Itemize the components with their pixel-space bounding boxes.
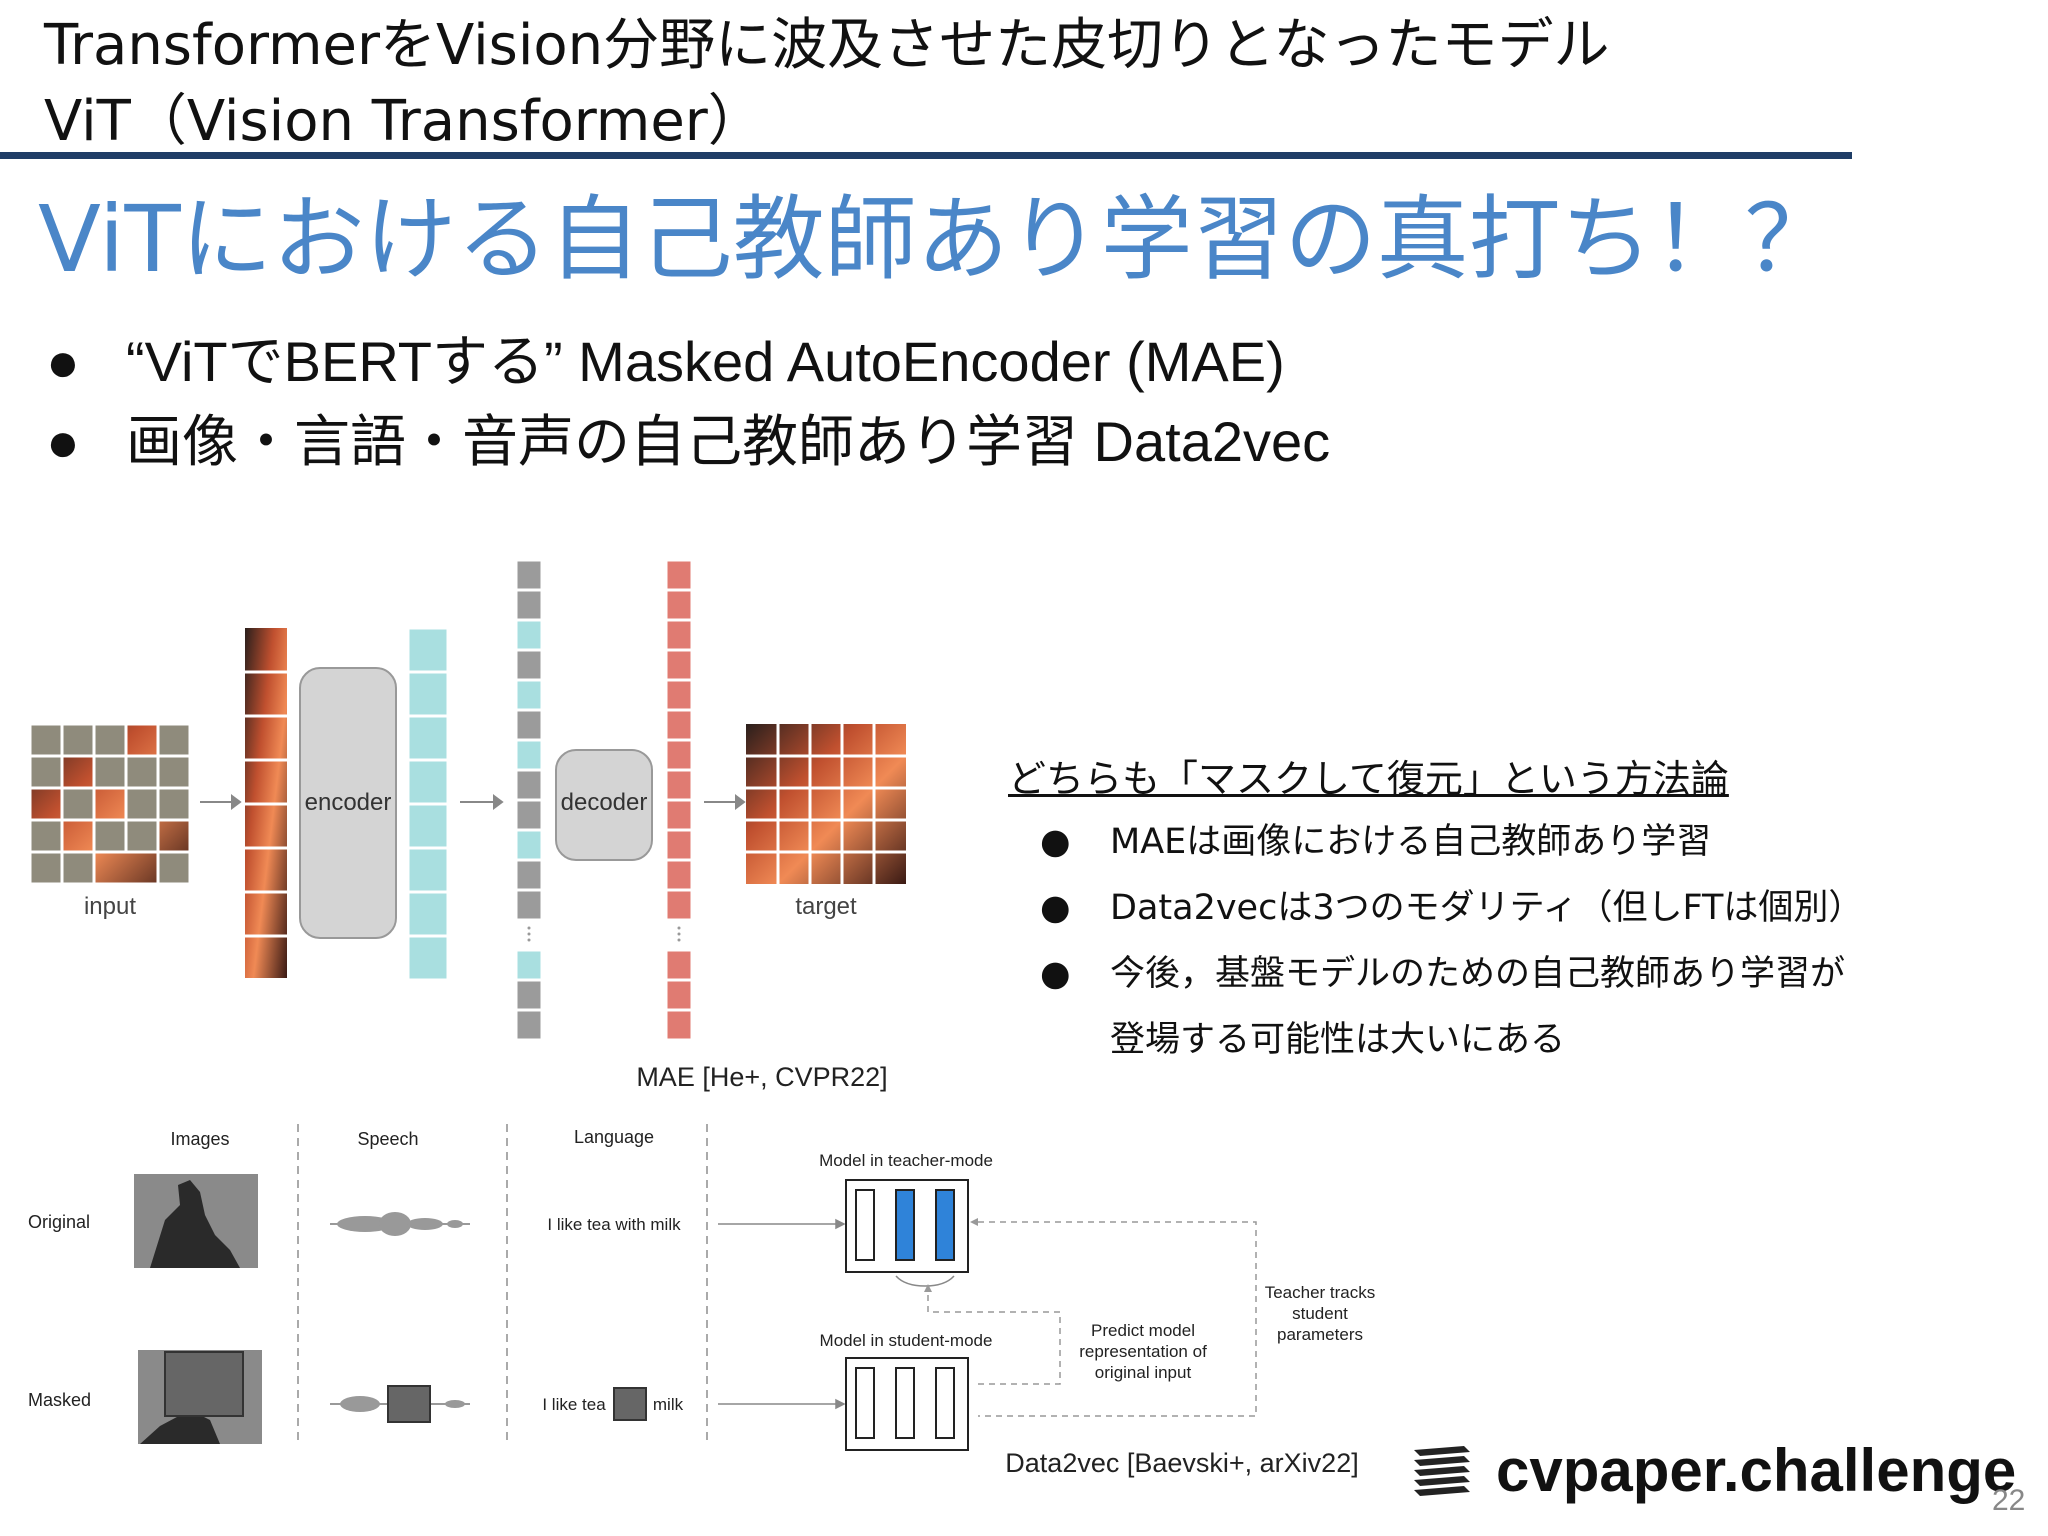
summary-item: ●今後，基盤モデルのための自己教師あり学習が xyxy=(1040,954,1846,994)
encoder-block xyxy=(299,667,397,939)
tracks-label-line2: student xyxy=(1292,1304,1348,1323)
header-title: TransformerをVision分野に波及させた皮切りとなったモデル ViT… xyxy=(44,8,1609,160)
bullet-icon: ● xyxy=(1040,954,1071,994)
student-label: Model in student-mode xyxy=(820,1331,993,1350)
header-title-line1: TransformerをVision分野に波及させた皮切りとなったモデル xyxy=(44,13,1610,78)
visible-patches xyxy=(245,628,287,978)
tracks-label-line1: Teacher tracks xyxy=(1265,1283,1376,1302)
data2vec-diagram: Images Speech Language Original Masked I… xyxy=(28,1124,1376,1478)
target-image xyxy=(746,724,906,884)
summary-item-continued: 登場する可能性は大いにある xyxy=(1110,1020,1566,1060)
slide-heading: ViTにおける自己教師あり学習の真打ち！？ xyxy=(38,186,1837,293)
bullet-item: ● “ViTでBERTする” Masked AutoEncoder (MAE) xyxy=(46,330,1285,394)
decoder-label: decoder xyxy=(561,789,648,816)
dog-image-original xyxy=(134,1174,258,1268)
page-number: 22 xyxy=(1992,1484,2026,1517)
row-original: Original xyxy=(28,1212,90,1232)
mae-caption: MAE [He+, CVPR22] xyxy=(636,1062,887,1092)
bullet-icon: ● xyxy=(1040,822,1071,862)
predict-label-line3: original input xyxy=(1095,1363,1192,1382)
language-masked-suffix: milk xyxy=(653,1395,684,1414)
input-label: input xyxy=(84,893,136,920)
speech-waveform-original xyxy=(330,1212,470,1236)
decoder-output-tokens xyxy=(664,558,694,1042)
bullet-text: “ViTでBERTする” Masked AutoEncoder (MAE) xyxy=(126,330,1285,393)
encoded-tokens xyxy=(406,626,450,982)
summary-item: ●MAEは画像における自己教師あり学習 xyxy=(1040,822,1712,862)
bullet-icon: ● xyxy=(46,410,80,473)
language-original: I like tea with milk xyxy=(547,1215,681,1234)
dog-image-masked xyxy=(138,1350,262,1444)
data2vec-caption: Data2vec [Baevski+, arXiv22] xyxy=(1005,1448,1358,1478)
bullet-text: 画像・言語・音声の自己教師あり学習 Data2vec xyxy=(126,410,1331,473)
summary-title: どちらも「マスクして復元」という方法論 xyxy=(1008,757,1729,801)
header-title-line2: ViT（Vision Transformer） xyxy=(44,89,764,154)
header-divider xyxy=(0,152,1852,159)
bullet-icon: ● xyxy=(1040,888,1071,928)
summary-item: ●Data2vecは3つのモダリティ（但しFTは個別） xyxy=(1040,888,1864,928)
mae-diagram: input encoder decoder xyxy=(28,558,906,1092)
column-language: Language xyxy=(574,1127,654,1147)
column-speech: Speech xyxy=(357,1129,418,1149)
masked-token xyxy=(613,1387,647,1421)
predict-label-line1: Predict model xyxy=(1091,1321,1195,1340)
input-image-masked xyxy=(28,722,192,886)
target-label: target xyxy=(795,893,857,920)
full-token-sequence xyxy=(514,558,544,1042)
encoder-label: encoder xyxy=(305,789,392,816)
bullet-item: ● 画像・言語・音声の自己教師あり学習 Data2vec xyxy=(46,410,1330,474)
tracks-label-line3: parameters xyxy=(1277,1325,1363,1344)
column-images: Images xyxy=(170,1129,229,1149)
predict-label-line2: representation of xyxy=(1079,1342,1207,1361)
speech-waveform-masked xyxy=(330,1385,470,1423)
row-masked: Masked xyxy=(28,1390,91,1410)
decoder-block xyxy=(555,749,653,861)
stacked-layers-icon xyxy=(1414,1446,1470,1496)
language-masked-prefix: I like tea xyxy=(542,1395,606,1414)
brand-logo-text: cvpaper.challenge xyxy=(1496,1437,2017,1504)
teacher-label: Model in teacher-mode xyxy=(819,1151,993,1170)
bullet-icon: ● xyxy=(46,330,80,393)
